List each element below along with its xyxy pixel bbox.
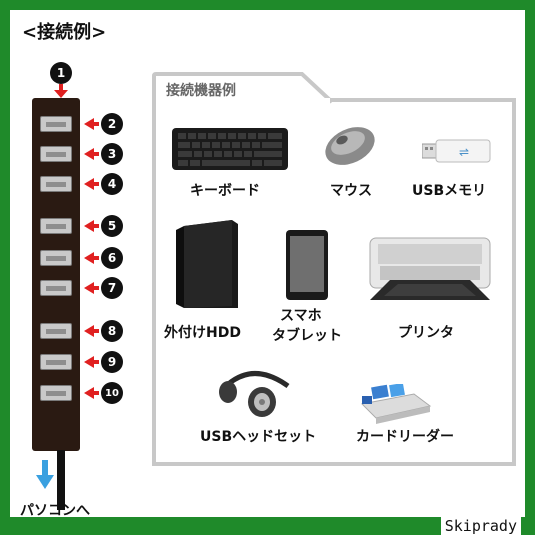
usb-port [40,176,72,192]
port-number: 1 [56,66,66,80]
port-arrow-red-icon [84,178,94,190]
device-label-usb-memory: USBメモリ [412,183,487,199]
port-number: 10 [105,387,119,399]
port-arrow-stem [93,286,99,290]
svg-text:⇌: ⇌ [459,145,469,159]
port-number: 5 [107,219,117,233]
external-hdd-icon [176,220,238,308]
device-label-card-reader: カードリーダー [356,429,454,445]
port-arrow-stem [93,152,99,156]
usb-port [40,146,72,162]
port-number: 7 [107,281,117,295]
headset-icon [219,371,290,417]
device-label-tablet: タブレット [272,328,342,344]
device-label-printer: プリンタ [398,325,454,341]
usb-port [40,280,72,296]
usb-port [40,218,72,234]
green-border-top [0,0,535,10]
port-arrow-red-icon [84,118,94,130]
port-number: 3 [107,147,117,161]
port-arrow-red-icon [84,252,94,264]
device-label-headset: USBヘッドセット [200,429,317,445]
port-arrow-red-icon [84,356,94,368]
port-number-badge: 1 [50,62,72,84]
port-arrow-red-icon [84,220,94,232]
down-arrow-red-icon [54,84,68,98]
green-border-left [0,0,10,535]
port-arrow-red-icon [84,325,94,337]
port-arrow-stem [93,182,99,186]
device-label-mouse: マウス [330,183,372,199]
port-arrow-stem [93,122,99,126]
usb-memory-icon: ⇌ [422,139,491,163]
port-number-badge: 8 [101,320,123,342]
down-arrow-blue-icon [36,460,54,489]
page-title: <接続例> [22,22,107,43]
port-number-badge: 4 [101,173,123,195]
smartphone-icon [286,230,328,300]
card-reader-icon [360,384,432,424]
usb-port [40,323,72,339]
keyboard-icon [172,128,288,170]
to-pc-label: パソコンへ [20,503,90,519]
device-label-keyboard: キーボード [190,183,260,199]
port-number-badge: 2 [101,113,123,135]
usb-port [40,385,72,401]
port-number: 2 [107,117,117,131]
port-number: 9 [107,355,117,369]
printer-icon [369,237,491,300]
usb-port [40,354,72,370]
usb-port [40,250,72,266]
panel-tab [152,72,334,104]
port-number: 4 [107,177,117,191]
port-arrow-stem [93,391,99,395]
mouse-icon [325,127,375,165]
watermark-text: Skiprady [440,517,521,535]
panel-title: 接続機器例 [166,83,236,99]
port-number-badge: 10 [101,382,123,404]
port-number-badge: 3 [101,143,123,165]
port-arrow-red-icon [84,148,94,160]
port-arrow-stem [93,256,99,260]
port-number-badge: 5 [101,215,123,237]
device-label-smartphone-line1: スマホ [280,308,322,324]
port-arrow-red-icon [84,282,94,294]
port-number-badge: 9 [101,351,123,373]
port-arrow-stem [93,360,99,364]
device-label-external-hdd: 外付けHDD [164,325,241,341]
green-border-right [525,0,535,535]
usb-hub [32,98,80,451]
port-number: 8 [107,324,117,338]
port-number: 6 [107,251,117,265]
port-number-badge: 6 [101,247,123,269]
device-label-smartphone: スマホ [280,308,322,325]
port-arrow-stem [93,224,99,228]
port-number-badge: 7 [101,277,123,299]
port-arrow-stem [93,329,99,333]
hub-cable [57,450,65,510]
port-arrow-red-icon [84,387,94,399]
green-border-bottom [0,517,535,535]
usb-port [40,116,72,132]
